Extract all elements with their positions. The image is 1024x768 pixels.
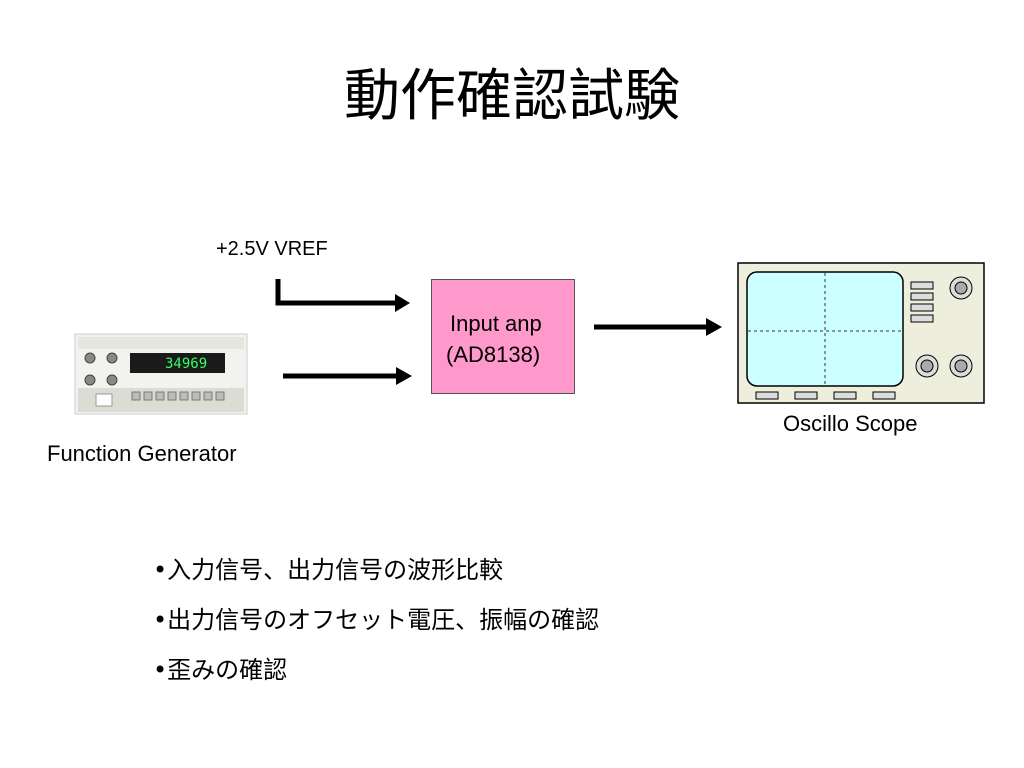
bullet-item: •入力信号、出力信号の波形比較 bbox=[153, 556, 504, 584]
amp-to-scope-arrow bbox=[594, 318, 722, 336]
input-amp-block bbox=[431, 279, 575, 394]
vref-label: +2.5V VREF bbox=[216, 238, 328, 260]
amp-label-line2: (AD8138) bbox=[446, 342, 541, 367]
bullet-item: •歪みの確認 bbox=[153, 656, 288, 684]
bullet-item: •出力信号のオフセット電圧、振幅の確認 bbox=[153, 606, 600, 634]
fg-display-value: 34969 bbox=[165, 356, 207, 372]
oscilloscope-image bbox=[737, 262, 985, 404]
amp-label-line1: Input anp bbox=[450, 311, 542, 336]
function-generator-label: Function Generator bbox=[47, 441, 237, 466]
function-generator-image: 34969 bbox=[74, 333, 248, 415]
fg-arrow bbox=[283, 367, 412, 385]
slide-title: 動作確認試験 bbox=[344, 64, 680, 129]
vref-arrow bbox=[275, 279, 410, 312]
bullet-list: •入力信号、出力信号の波形比較 •出力信号のオフセット電圧、振幅の確認 •歪みの… bbox=[153, 545, 599, 695]
oscilloscope-label: Oscillo Scope bbox=[783, 411, 918, 436]
